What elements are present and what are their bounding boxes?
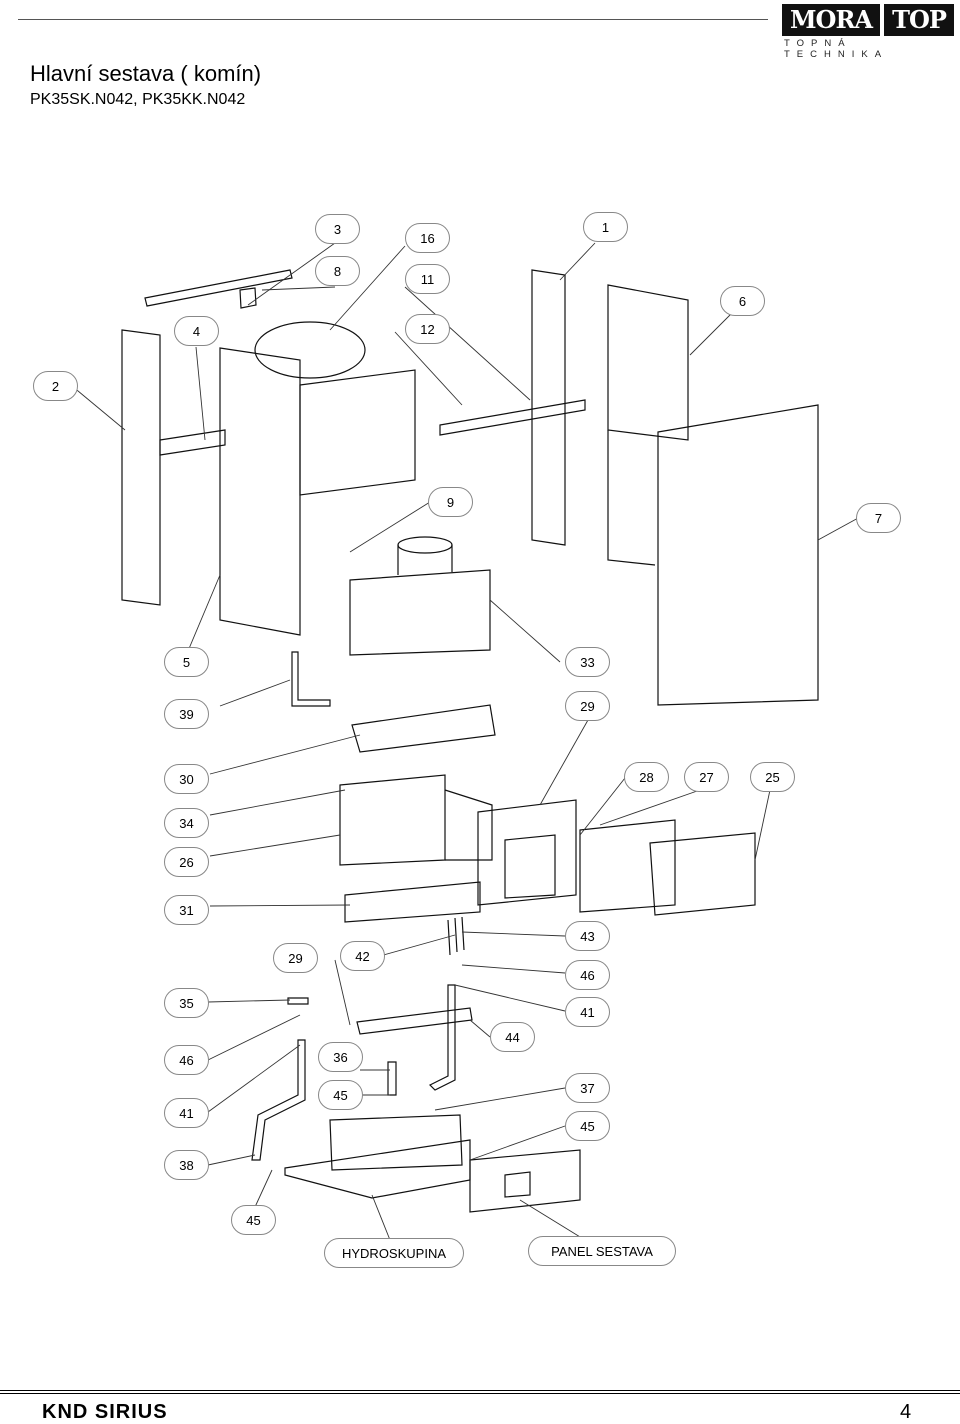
- cover-plate-part: [579, 819, 676, 913]
- inspection-window-part: [649, 832, 756, 916]
- callout-35: 35: [164, 988, 209, 1018]
- callout-30: 30: [164, 764, 209, 794]
- callout-25: 25: [750, 762, 795, 792]
- flue-hood-part: [349, 569, 491, 656]
- callout-39: 39: [164, 699, 209, 729]
- top-rail-part: [144, 269, 293, 307]
- bracket-part: [239, 287, 257, 309]
- callout-7: 7: [856, 503, 901, 533]
- burner-part: [351, 704, 496, 753]
- right-rail-part: [531, 269, 566, 546]
- callout-12: 12: [405, 314, 450, 344]
- callout-41-right: 41: [565, 997, 610, 1027]
- callout-27: 27: [684, 762, 729, 792]
- callout-5: 5: [164, 647, 209, 677]
- callout-26: 26: [164, 847, 209, 877]
- combustion-chamber-part: [339, 774, 446, 866]
- control-panel-part: [469, 1149, 581, 1213]
- callout-45-mid: 45: [318, 1080, 363, 1110]
- callout-8: 8: [315, 256, 360, 286]
- callout-panel-sestava: PANEL SESTAVA: [528, 1236, 676, 1266]
- exploded-assembly-drawing: [71, 242, 861, 1241]
- callout-2: 2: [33, 371, 78, 401]
- callout-37: 37: [565, 1073, 610, 1103]
- rear-panel-part: [607, 284, 689, 441]
- page-title: Hlavní sestava ( komín): [30, 61, 262, 86]
- callout-33: 33: [565, 647, 610, 677]
- callout-9: 9: [428, 487, 473, 517]
- cross-bar-part: [159, 429, 226, 456]
- callout-hydroskupina: HYDROSKUPINA: [324, 1238, 464, 1268]
- callout-46-right: 46: [565, 960, 610, 990]
- nipple-part: [387, 1061, 397, 1096]
- pipe-part: [291, 651, 331, 707]
- logo-top: TOP: [884, 4, 954, 36]
- gas-pipe-part: [428, 984, 456, 1091]
- callout-29-top: 29: [565, 691, 610, 721]
- page-subtitle: PK35SK.N042, PK35KK.N042: [30, 91, 246, 108]
- callout-44: 44: [490, 1022, 535, 1052]
- callout-46-left: 46: [164, 1045, 209, 1075]
- logo-mora: MORA: [782, 4, 880, 36]
- right-front-panel-part: [657, 404, 819, 706]
- mid-rail-part: [439, 399, 586, 436]
- hydro-group-part: [284, 1139, 471, 1199]
- header-rule: [18, 19, 768, 20]
- callout-31: 31: [164, 895, 209, 925]
- callout-43: 43: [565, 921, 610, 951]
- callout-38: 38: [164, 1150, 209, 1180]
- back-plate-part: [299, 369, 416, 496]
- water-pipe-part: [251, 1039, 306, 1161]
- callout-1: 1: [583, 212, 628, 242]
- callout-11: 11: [405, 264, 450, 294]
- callout-16: 16: [405, 223, 450, 253]
- callout-3: 3: [315, 214, 360, 244]
- rear-panel-edge-part: [607, 430, 656, 566]
- callout-28: 28: [624, 762, 669, 792]
- callout-41-left: 41: [164, 1098, 209, 1128]
- electrodes-part: [447, 916, 465, 956]
- heat-exchanger-part: [344, 881, 481, 923]
- callout-42: 42: [340, 941, 385, 971]
- callout-45-bottom: 45: [231, 1205, 276, 1235]
- insulation-plate-part: [477, 799, 577, 906]
- front-left-panel-part: [219, 347, 301, 636]
- footer-rule: [0, 1390, 960, 1423]
- callout-6: 6: [720, 286, 765, 316]
- fan-disc-part: [254, 321, 366, 379]
- callout-34: 34: [164, 808, 209, 838]
- callout-45-right: 45: [565, 1111, 610, 1141]
- fitting-part: [287, 997, 309, 1005]
- callout-36: 36: [318, 1042, 363, 1072]
- left-side-panel-part: [121, 329, 161, 606]
- footer-product-name: KND SIRIUS: [42, 1401, 168, 1423]
- brand-logo: MORA TOP: [782, 4, 954, 36]
- callout-4: 4: [174, 316, 219, 346]
- flue-outlet-part: [397, 536, 453, 554]
- burner-tray-part: [356, 1007, 473, 1035]
- callout-29-bottom: 29: [273, 943, 318, 973]
- logo-tagline: TOPNÁ TECHNIKA: [784, 38, 889, 60]
- footer-page-number: 4: [900, 1401, 912, 1423]
